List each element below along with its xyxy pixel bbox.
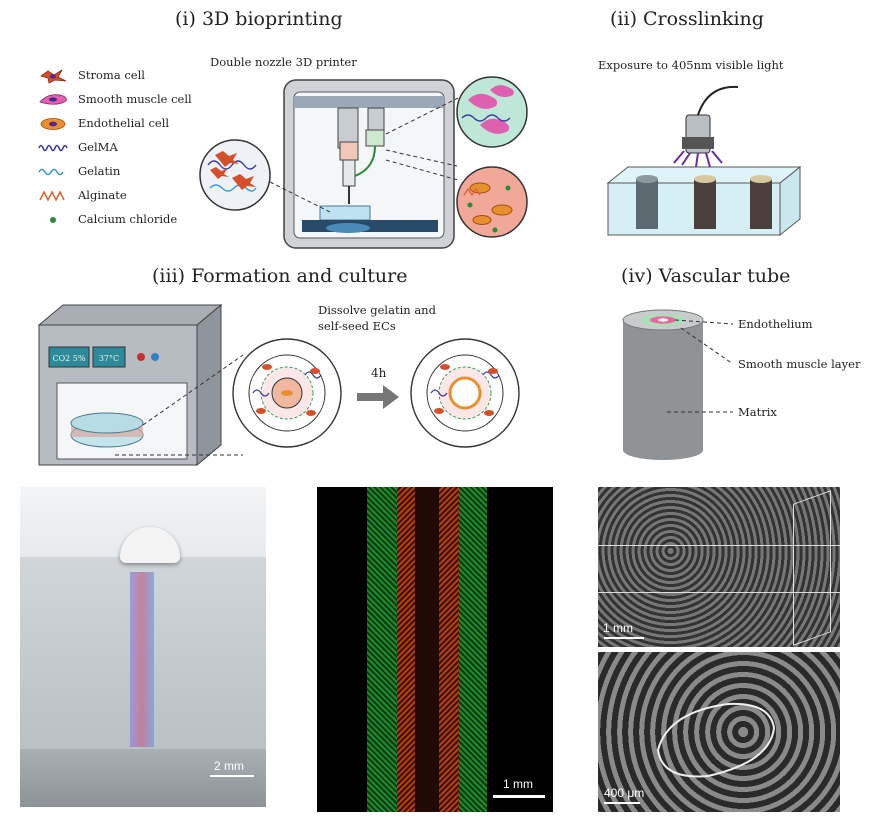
sem-top-scale-bar: 1 mm (603, 621, 633, 635)
legend-item: Alginate (38, 186, 208, 210)
gelatin-icon (38, 168, 64, 176)
incubator-co2: CO2 5% (52, 354, 85, 363)
label-matrix: Matrix (738, 405, 777, 419)
stroma-cell-icon (40, 69, 67, 84)
legend-item: GelMA (38, 138, 208, 162)
legend-item: Calcium chloride (38, 210, 208, 234)
legend-label: GelMA (78, 140, 118, 154)
arrow-icon (357, 385, 399, 409)
alginate-icon (39, 190, 65, 202)
smooth-muscle-zoom-circle (456, 76, 528, 148)
legend-label: Endothelial cell (78, 116, 170, 130)
exposure-label: Exposure to 405nm visible light (598, 58, 784, 72)
sem-image-top: 1 mm (598, 487, 840, 647)
label-smooth-muscle-layer: Smooth muscle layer (738, 357, 861, 371)
panel-title-vascular: (iv) Vascular tube (621, 265, 791, 287)
legend-label: Alginate (78, 188, 127, 202)
label-endothelium: Endothelium (738, 317, 813, 331)
construct-photo: 2 mm (20, 487, 266, 807)
incubator-temp: 37°C (99, 354, 119, 363)
calcium-chloride-icon (50, 217, 56, 223)
endothelial-cell-icon (40, 118, 66, 130)
vascular-tube-diagram (622, 309, 734, 460)
fluorescence-scale-bar: 1 mm (503, 777, 533, 791)
legend-item: Gelatin (38, 162, 208, 186)
panel-title-crosslinking: (ii) Crosslinking (610, 8, 764, 30)
legend-item: Endothelial cell (38, 114, 208, 138)
photo-scale-bar: 2 mm (214, 759, 244, 773)
smooth-muscle-cell-icon (39, 94, 67, 105)
legend-label: Stroma cell (78, 68, 145, 82)
panel-title-formation: (iii) Formation and culture (152, 265, 408, 287)
gelma-icon (38, 144, 68, 152)
legend-label: Smooth muscle cell (78, 92, 192, 106)
culture-diagram: CO2 5% 37°C 4h (37, 303, 520, 467)
endothelial-zoom-circle (456, 166, 528, 238)
bioprinter-diagram (199, 76, 528, 249)
sem-bottom-scale-bar: 400 μm (604, 786, 645, 800)
legend: Stroma cell Smooth muscle cell Endotheli… (38, 66, 208, 234)
legend-label: Calcium chloride (78, 212, 178, 226)
legend-item: Smooth muscle cell (38, 90, 208, 114)
bioink-zoom-circle (199, 139, 271, 211)
legend-label: Gelatin (78, 164, 121, 178)
printer-label: Double nozzle 3D printer (210, 55, 357, 69)
legend-item: Stroma cell (38, 66, 208, 90)
panel-title-bioprinting: (i) 3D bioprinting (175, 8, 343, 30)
sem-image-bottom: 400 μm (598, 652, 840, 812)
fluorescence-image: 1 mm (317, 487, 553, 812)
dissolve-label: Dissolve gelatin and self-seed ECs (318, 303, 436, 333)
time-label: 4h (371, 366, 387, 380)
crosslinking-diagram (606, 85, 802, 237)
